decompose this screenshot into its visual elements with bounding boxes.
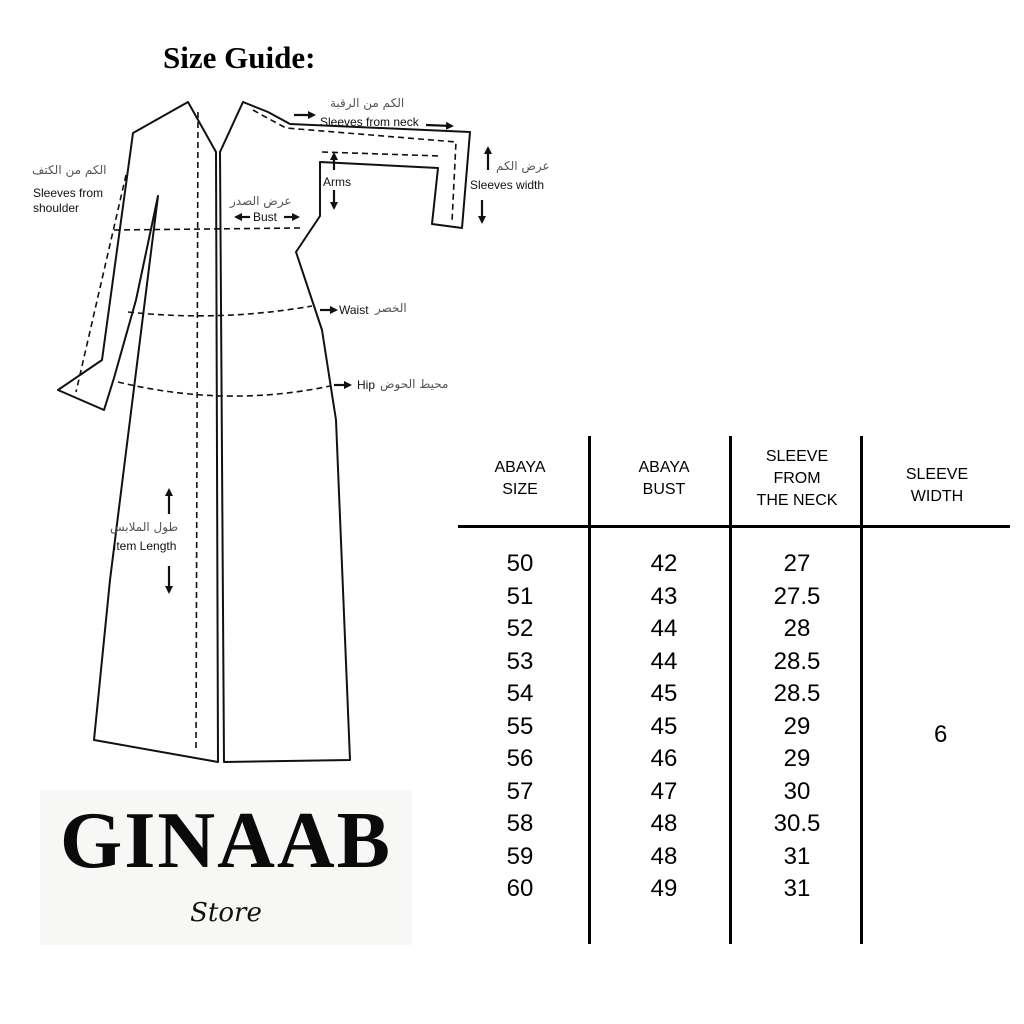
table-cell: 45 (650, 712, 678, 740)
table-cell: 31 (783, 875, 811, 902)
sleeves-from-shoulder-ar-label: الكم من الكتف (32, 163, 106, 178)
table-cell: 28 (783, 615, 811, 642)
ginaab-logo: GINAAB Store (40, 790, 412, 945)
sleeves-from-shoulder-label: Sleeves from (33, 186, 103, 200)
table-divider (588, 436, 591, 944)
table-divider (860, 436, 863, 944)
sleeves-width-ar-label: عرض الكم (496, 159, 550, 174)
table-cell: 60 (506, 875, 534, 902)
waist-ar-label: الخصر (374, 301, 407, 316)
table-cell: 48 (650, 842, 678, 870)
bust-label: Bust (253, 210, 278, 224)
table-cell: 27 (783, 550, 811, 577)
table-cell: 47 (650, 777, 678, 805)
table-cell: 48 (650, 810, 678, 837)
column-abaya-bust: 42 43 44 44 45 45 46 47 48 48 49 (602, 548, 726, 906)
dashed-guides (75, 109, 457, 753)
table-cell: 54 (506, 680, 534, 707)
table-cell: 29 (783, 745, 811, 772)
bust-ar-label: عرض الصدر (229, 194, 292, 209)
table-header-rule (458, 525, 1010, 528)
table-cell: 28.5 (773, 647, 821, 675)
table-cell: 56 (506, 745, 534, 772)
table-cell: 42 (650, 550, 678, 577)
hip-label: Hip (357, 378, 375, 392)
table-cell: 27.5 (773, 582, 821, 610)
table-cell: 49 (650, 875, 678, 902)
sleeves-width-label: Sleeves width (470, 178, 544, 192)
column-sleeve-from-neck: 27 27.5 28 28.5 28.5 29 29 30 30.5 31 31 (734, 548, 860, 906)
sleeves-from-neck-ar-label: الكم من الرقبة (330, 96, 404, 111)
table-cell: 30.5 (773, 810, 821, 837)
column-abaya-size: 50 51 52 53 54 55 56 57 58 59 60 (458, 548, 582, 906)
waist-label: Waist (339, 303, 369, 317)
sleeves-from-neck-label: Sleeves from neck (320, 115, 420, 129)
table-cell: 29 (783, 712, 811, 740)
table-cell: 44 (650, 615, 678, 642)
table-cell: 30 (783, 777, 811, 805)
table-cell: 46 (650, 745, 678, 772)
table-cell: 31 (783, 842, 811, 870)
item-length-ar-label: طول الملابس (110, 520, 178, 535)
table-cell: 53 (506, 647, 534, 675)
table-cell: 50 (506, 550, 534, 577)
logo-subtitle: Store (190, 898, 262, 928)
item-length-label: Item Length (113, 539, 176, 553)
arms-label: Arms (323, 175, 351, 189)
table-cell: 43 (650, 582, 678, 610)
table-cell: 59 (506, 842, 534, 870)
table-divider (729, 436, 732, 944)
sleeve-width-value: 6 (934, 721, 948, 748)
measure-arrows (165, 111, 492, 594)
table-cell: 55 (506, 712, 534, 740)
page-title: Size Guide: (163, 40, 316, 75)
garment-outline (57, 101, 471, 763)
table-cell: 51 (506, 582, 534, 610)
table-cell: 58 (506, 810, 534, 837)
table-cell: 44 (650, 647, 678, 675)
table-cell: 45 (650, 680, 678, 707)
table-cell: 28.5 (773, 680, 821, 707)
sleeves-from-shoulder-label-2: shoulder (33, 201, 79, 215)
hip-ar-label: محيط الحوض (380, 377, 448, 392)
logo-brand: GINAAB (59, 797, 393, 885)
table-cell: 57 (506, 777, 534, 805)
abaya-diagram: الكم من الرقبة Sleeves from neck الكم من… (32, 96, 550, 763)
table-cell: 52 (506, 615, 534, 642)
